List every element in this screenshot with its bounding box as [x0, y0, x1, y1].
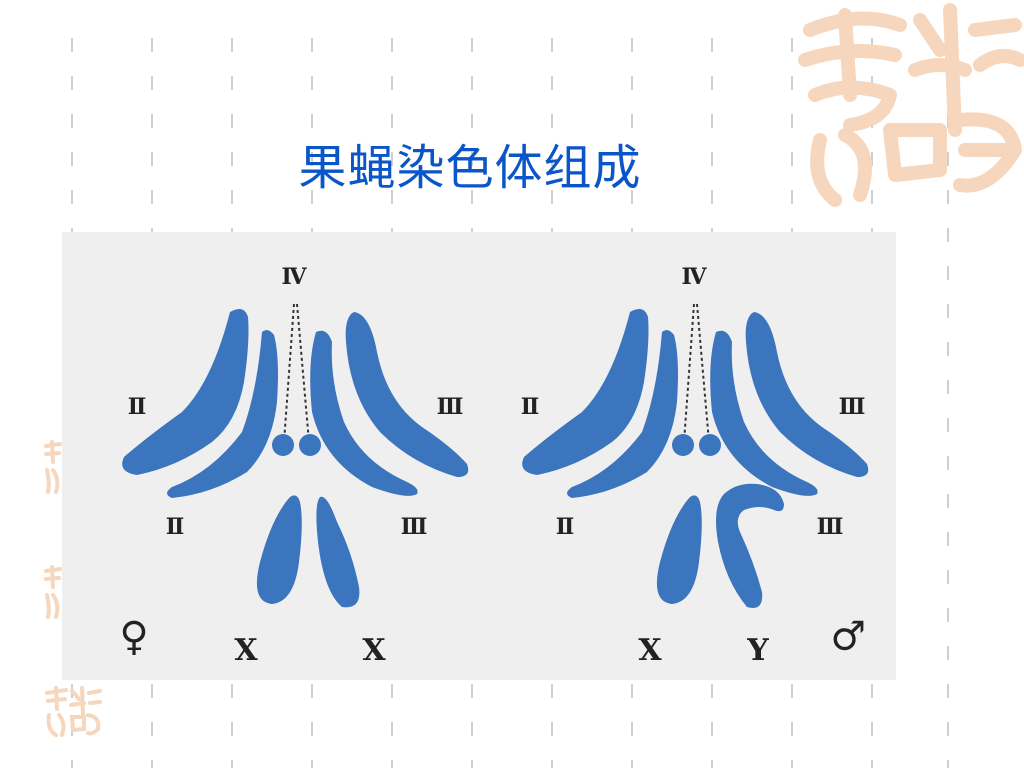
male-chromosome-x	[656, 495, 702, 604]
male-label-iii-lower: Ⅲ	[817, 514, 844, 540]
female-chromosome-iv-right	[299, 434, 321, 456]
female-label-x-left: X	[234, 633, 258, 668]
male-label-y: Y	[746, 633, 769, 668]
female-chromosome-iii-inner	[310, 330, 418, 496]
female-label-iii-upper: Ⅲ	[437, 394, 464, 420]
page-title: 果蝇染色体组成	[298, 140, 642, 196]
male-label-iv: Ⅳ	[682, 264, 708, 290]
female-chromosome-ii-inner	[167, 330, 278, 498]
male-karyotype: Ⅳ Ⅱ Ⅱ Ⅲ Ⅲ X Y ♂	[521, 264, 869, 668]
calligraphy-seal-small-2	[44, 565, 62, 619]
male-chromosome-iv-right	[699, 434, 721, 456]
male-label-iii-upper: Ⅲ	[839, 394, 866, 420]
female-chromosome-x-right	[316, 496, 360, 608]
female-chromosome-x-left	[256, 495, 302, 604]
male-chromosome-y	[716, 483, 784, 608]
female-label-iii-lower: Ⅲ	[401, 514, 428, 540]
male-chromosome-iii-outer	[745, 312, 869, 477]
male-chromosome-iv-left	[672, 434, 694, 456]
male-label-x: X	[638, 633, 662, 668]
male-chromosome-ii-outer	[522, 308, 649, 475]
chromosome-diagram: Ⅳ Ⅱ Ⅱ Ⅲ Ⅲ X X ♀ Ⅳ Ⅱ Ⅱ Ⅲ	[119, 264, 869, 668]
female-symbol: ♀	[119, 614, 148, 660]
male-chromosome-ii-inner	[567, 330, 678, 498]
male-label-ii-lower: Ⅱ	[556, 514, 575, 540]
female-label-x-right: X	[362, 633, 386, 668]
female-label-ii-lower: Ⅱ	[166, 514, 185, 540]
calligraphy-seal-small-3	[45, 686, 102, 737]
male-label-ii-upper: Ⅱ	[521, 394, 540, 420]
chromosome-diagram-panel: Ⅳ Ⅱ Ⅱ Ⅲ Ⅲ X X ♀ Ⅳ Ⅱ Ⅱ Ⅲ	[62, 232, 896, 680]
calligraphy-seal-small-1	[44, 440, 62, 494]
male-chromosome-iii-inner	[710, 330, 818, 496]
female-label-iv: Ⅳ	[282, 264, 308, 290]
male-symbol: ♂	[830, 614, 866, 660]
female-chromosome-ii-outer	[122, 308, 249, 475]
female-chromosome-iv-left	[272, 434, 294, 456]
calligraphy-seal-large	[798, 3, 1024, 207]
female-chromosome-iii-outer	[345, 312, 469, 477]
female-label-ii-upper: Ⅱ	[128, 394, 147, 420]
female-karyotype: Ⅳ Ⅱ Ⅱ Ⅲ Ⅲ X X ♀	[119, 264, 469, 668]
